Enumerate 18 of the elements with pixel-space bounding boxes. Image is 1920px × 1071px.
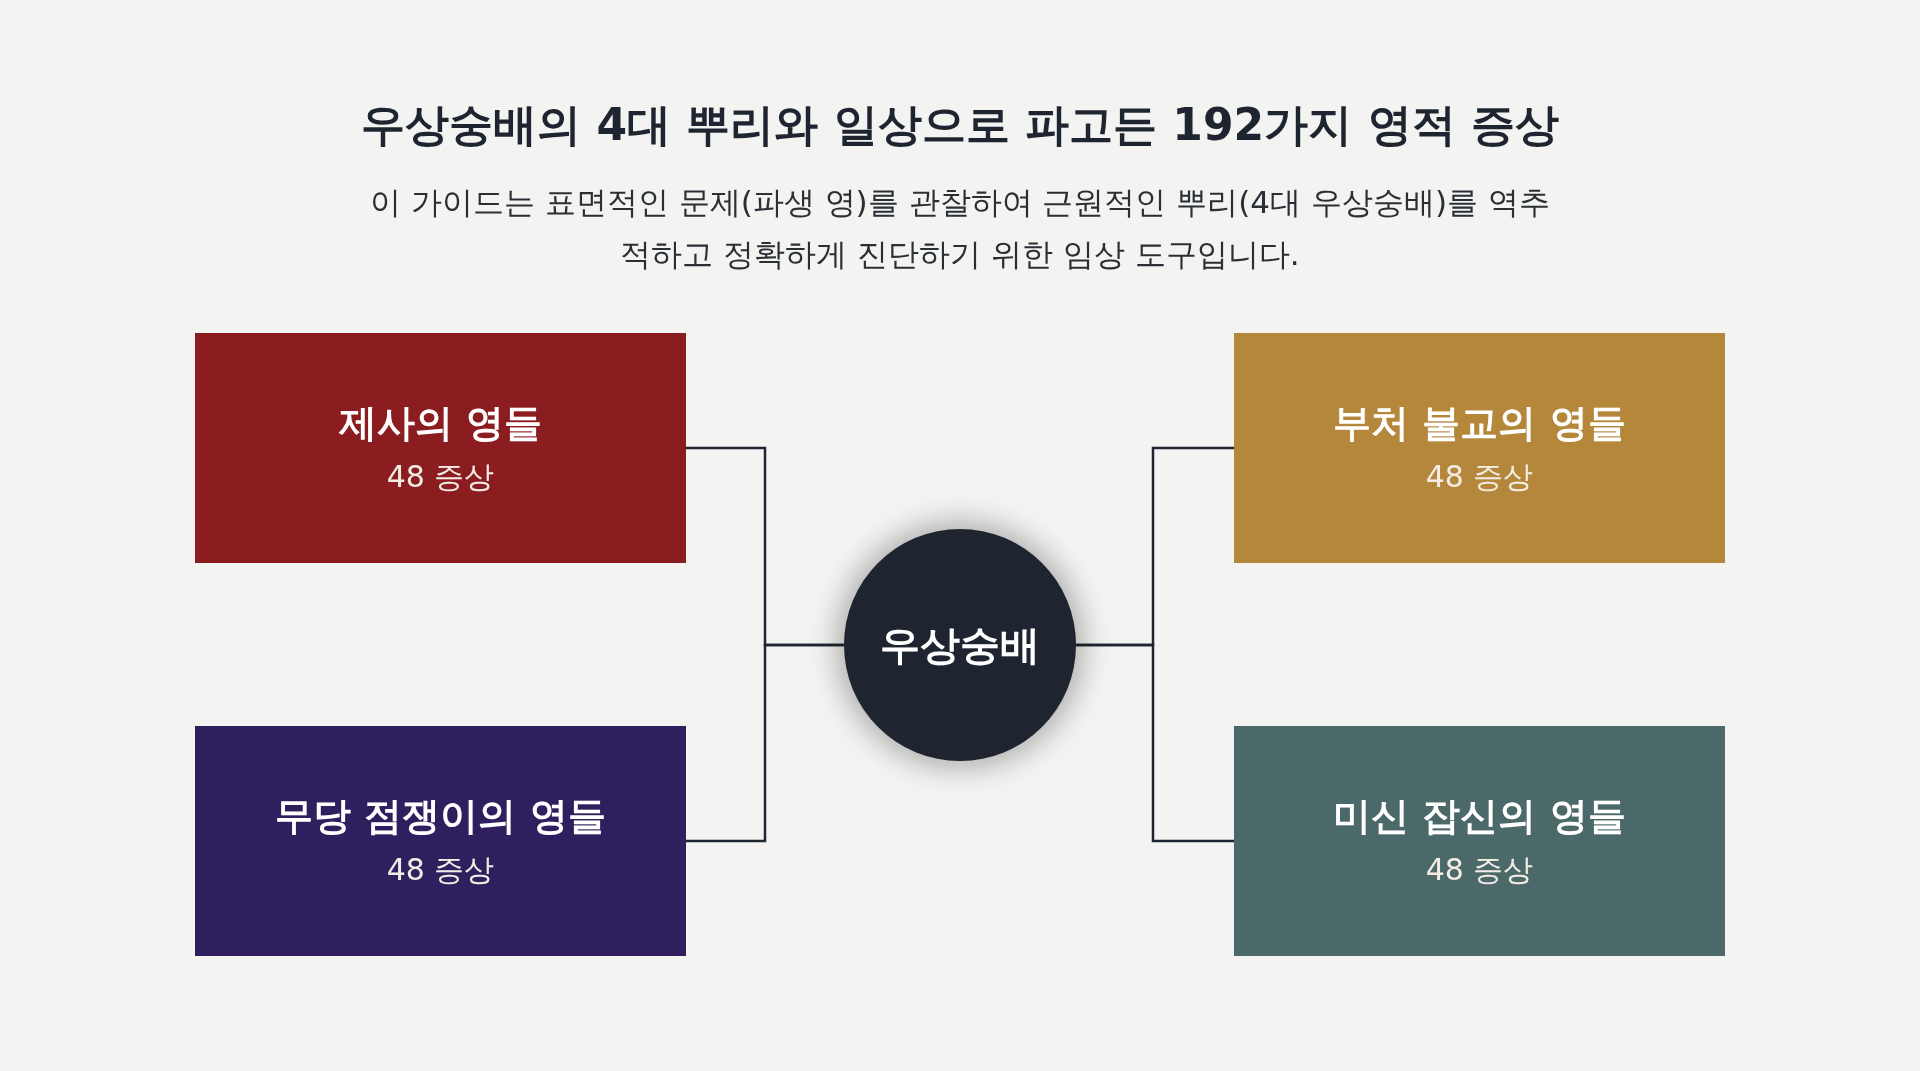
subtitle: 이 가이드는 표면적인 문제(파생 영)를 관찰하여 근원적인 뿌리(4대 우상숭배)를 역추적하고 정확하게 진단하기 위한 임상 도구입니다. bbox=[369, 183, 1551, 274]
category-card bbox=[195, 333, 686, 563]
symptom-count: 48 증상 bbox=[1425, 851, 1534, 889]
connector-line bbox=[686, 643, 844, 843]
symptom-count: 48 증상 bbox=[386, 458, 495, 496]
symptom-count: 48 증상 bbox=[1425, 458, 1534, 496]
card-title: 부처 불교의 영들 bbox=[1333, 400, 1626, 447]
title: 우상숭배의 4대 뿌리와 일상으로 파고든 192가지 영적 증상 bbox=[360, 98, 1560, 152]
symptom-count: 48 증상 bbox=[386, 851, 495, 889]
card-title: 제사의 영들 bbox=[338, 400, 543, 447]
card-title: 미신 잡신의 영들 bbox=[1333, 793, 1626, 840]
card-title: 무당 점쟁이의 영들 bbox=[275, 793, 606, 840]
connector-line bbox=[1076, 643, 1234, 843]
circle-label: 우상숭배 bbox=[880, 620, 1040, 670]
category-card bbox=[1234, 726, 1725, 956]
category-card bbox=[195, 726, 686, 956]
center-circle bbox=[844, 529, 1076, 761]
category-card bbox=[1234, 333, 1725, 563]
